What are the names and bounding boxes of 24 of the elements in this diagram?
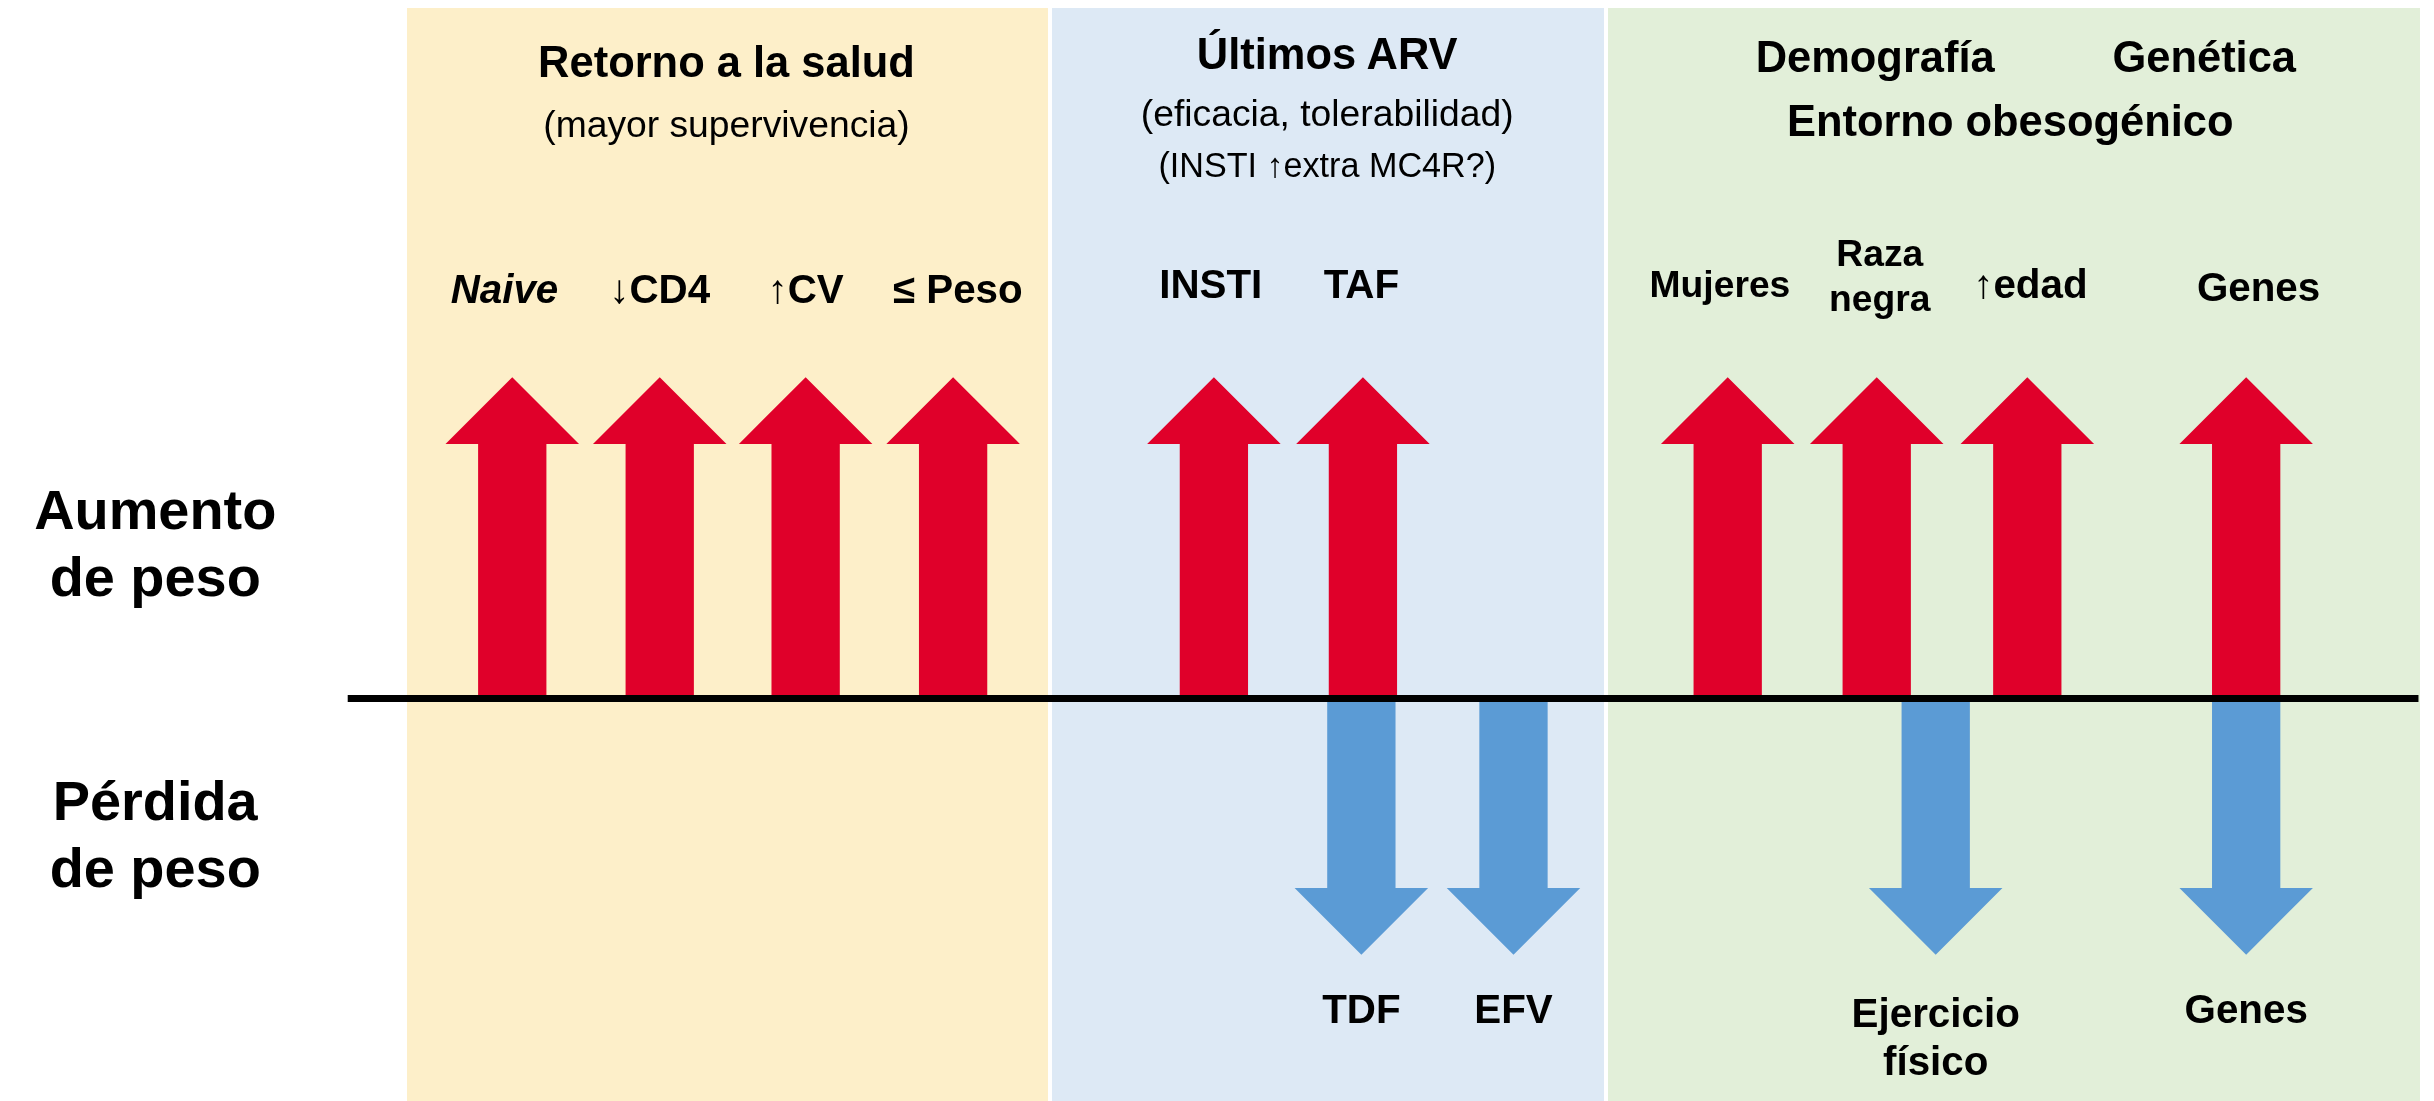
factor-label: Genes — [2196, 262, 2321, 312]
factor-label: ≤ Peso — [892, 264, 1023, 313]
factor-label: ↑edad — [1973, 259, 2088, 309]
panel-heading: Últimos ARV — [1196, 29, 1458, 79]
axis-label: Aumento de peso — [33, 477, 278, 611]
factor-label: TDF — [1322, 984, 1401, 1034]
panel-heading: Entorno obesogénico — [1786, 96, 2234, 146]
factor-label: TAF — [1323, 259, 1400, 309]
factor-label: Ejercicio físico — [1850, 988, 2021, 1086]
panel-heading: Retorno a la salud — [538, 37, 915, 87]
factor-label: Naive — [450, 264, 559, 313]
factor-label: INSTI — [1159, 259, 1263, 309]
axis-label: Pérdida de peso — [48, 767, 262, 901]
factor-label: EFV — [1474, 984, 1553, 1034]
panel-subheading: (eficacia, tolerabilidad) — [1140, 91, 1514, 135]
factor-label: Mujeres — [1649, 261, 1791, 307]
panel-subheading: (mayor supervivencia) — [543, 102, 910, 146]
factor-label: ↑CV — [767, 264, 844, 313]
factor-label: Genes — [2184, 984, 2308, 1034]
factor-label: ↓CD4 — [609, 264, 711, 313]
panel-heading: Demografía — [1755, 32, 1995, 82]
factor-label: Raza negra — [1828, 231, 1932, 321]
panel-heading: Genética — [2112, 32, 2297, 82]
panel-subheading: (INSTI ↑extra MC4R?) — [1158, 145, 1497, 185]
